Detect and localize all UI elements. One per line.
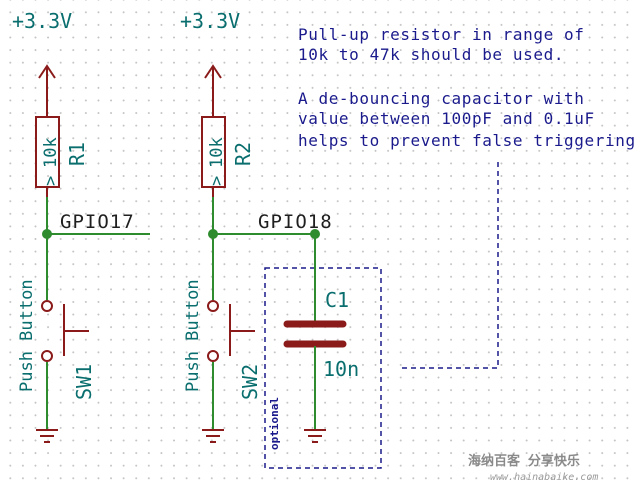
note-line-1: Pull-up resistor in range of xyxy=(298,25,585,44)
note-line-2: 10k to 47k should be used. xyxy=(298,45,564,64)
net-label-gpio17: GPIO17 xyxy=(60,211,135,233)
switch-sw2-contact-top xyxy=(207,300,219,312)
switch-sw1-contact-bottom xyxy=(41,350,53,362)
power-label-left: +3.3V xyxy=(12,9,72,33)
resistor-r2-marker: > xyxy=(207,176,227,186)
ground-symbol-right xyxy=(202,429,224,443)
junction-right xyxy=(208,229,218,239)
resistor-r2-ref: R2 xyxy=(231,142,255,166)
watermark-url: www.hainabaike.com xyxy=(490,472,598,483)
switch-sw1-label: Push Button xyxy=(17,279,37,392)
resistor-r1-value: 10k xyxy=(41,137,61,168)
optional-box xyxy=(264,267,382,469)
note-line-5: helps to prevent false triggering. xyxy=(298,131,639,150)
ground-symbol-left xyxy=(36,429,58,443)
switch-sw2-contact-bottom xyxy=(207,350,219,362)
resistor-r1-ref: R1 xyxy=(65,142,89,166)
watermark-main: 海纳百客 分享快乐 xyxy=(468,453,580,469)
power-label-right: +3.3V xyxy=(180,9,240,33)
note-line-3: A de-bouncing capacitor with xyxy=(298,89,585,108)
switch-sw2: Push Button SW2 xyxy=(183,279,262,400)
switch-sw1-contact-top xyxy=(41,300,53,312)
net-label-gpio18: GPIO18 xyxy=(258,211,333,233)
note-line-4: value between 100pF and 0.1uF xyxy=(298,109,595,128)
resistor-r2: 10k > R2 xyxy=(201,107,255,197)
capacitor-c1: C1 10n xyxy=(283,288,359,381)
ground-symbol-capacitor xyxy=(304,429,326,443)
resistor-r1-marker: > xyxy=(41,176,61,186)
resistor-r2-value: 10k xyxy=(207,137,227,168)
switch-sw2-ref: SW2 xyxy=(238,364,262,400)
note-leader-line xyxy=(400,162,499,369)
resistor-r1: 10k > R1 xyxy=(35,107,89,197)
junction-left xyxy=(42,229,52,239)
switch-sw2-label: Push Button xyxy=(183,279,203,392)
capacitor-ref: C1 xyxy=(325,288,349,312)
switch-sw1-ref: SW1 xyxy=(72,364,96,400)
capacitor-value: 10n xyxy=(323,357,359,381)
optional-label: optional xyxy=(268,397,281,450)
switch-sw1: Push Button SW1 xyxy=(17,279,96,400)
